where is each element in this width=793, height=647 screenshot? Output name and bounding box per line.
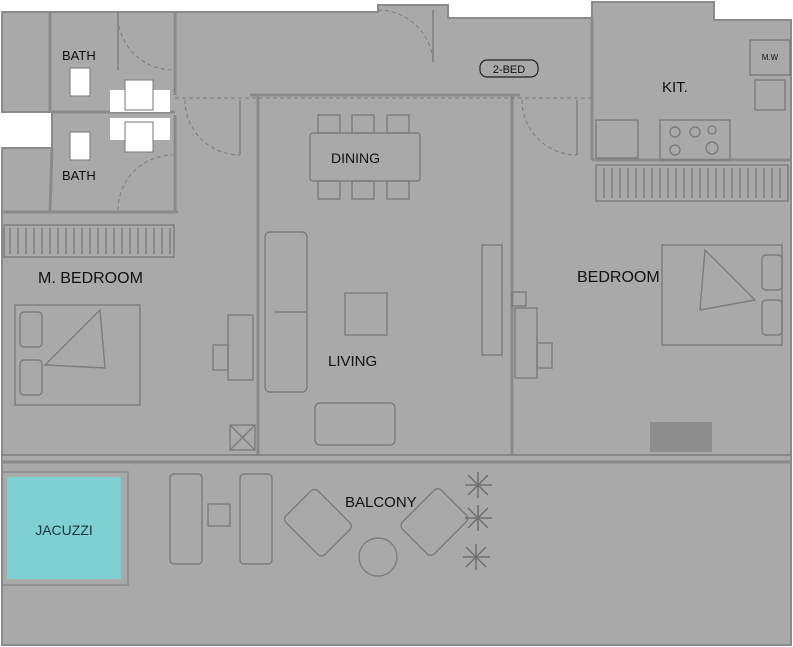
room-label-jacuzzi: JACUZZI <box>35 522 93 538</box>
master-bed <box>14 304 254 406</box>
wardrobes <box>3 164 789 258</box>
room-label-dining: DINING <box>331 150 380 166</box>
balcony-furniture <box>1 471 492 586</box>
room-label-master-bedroom: M. BEDROOM <box>38 270 143 287</box>
jacuzzi <box>7 477 121 579</box>
room-label-bath-bottom: BATH <box>62 168 96 183</box>
bedroom-bed <box>511 244 783 452</box>
room-label-bath-top: BATH <box>62 48 96 63</box>
unit-tag <box>479 59 539 78</box>
plant-icon <box>463 472 492 570</box>
unit-tag-label: 2-BED <box>493 64 525 76</box>
dining-table <box>309 114 421 200</box>
room-label-microwave: M.W <box>762 53 779 62</box>
room-label-balcony: BALCONY <box>345 494 417 511</box>
doors <box>117 9 578 211</box>
room-label-living: LIVING <box>328 353 377 370</box>
kitchen-fixtures <box>595 39 791 161</box>
room-label-bedroom: BEDROOM <box>577 269 660 286</box>
room-label-kitchen: KIT. <box>662 79 688 96</box>
walls <box>2 12 791 464</box>
bath-fixtures <box>69 67 170 161</box>
living-furniture <box>229 231 503 451</box>
